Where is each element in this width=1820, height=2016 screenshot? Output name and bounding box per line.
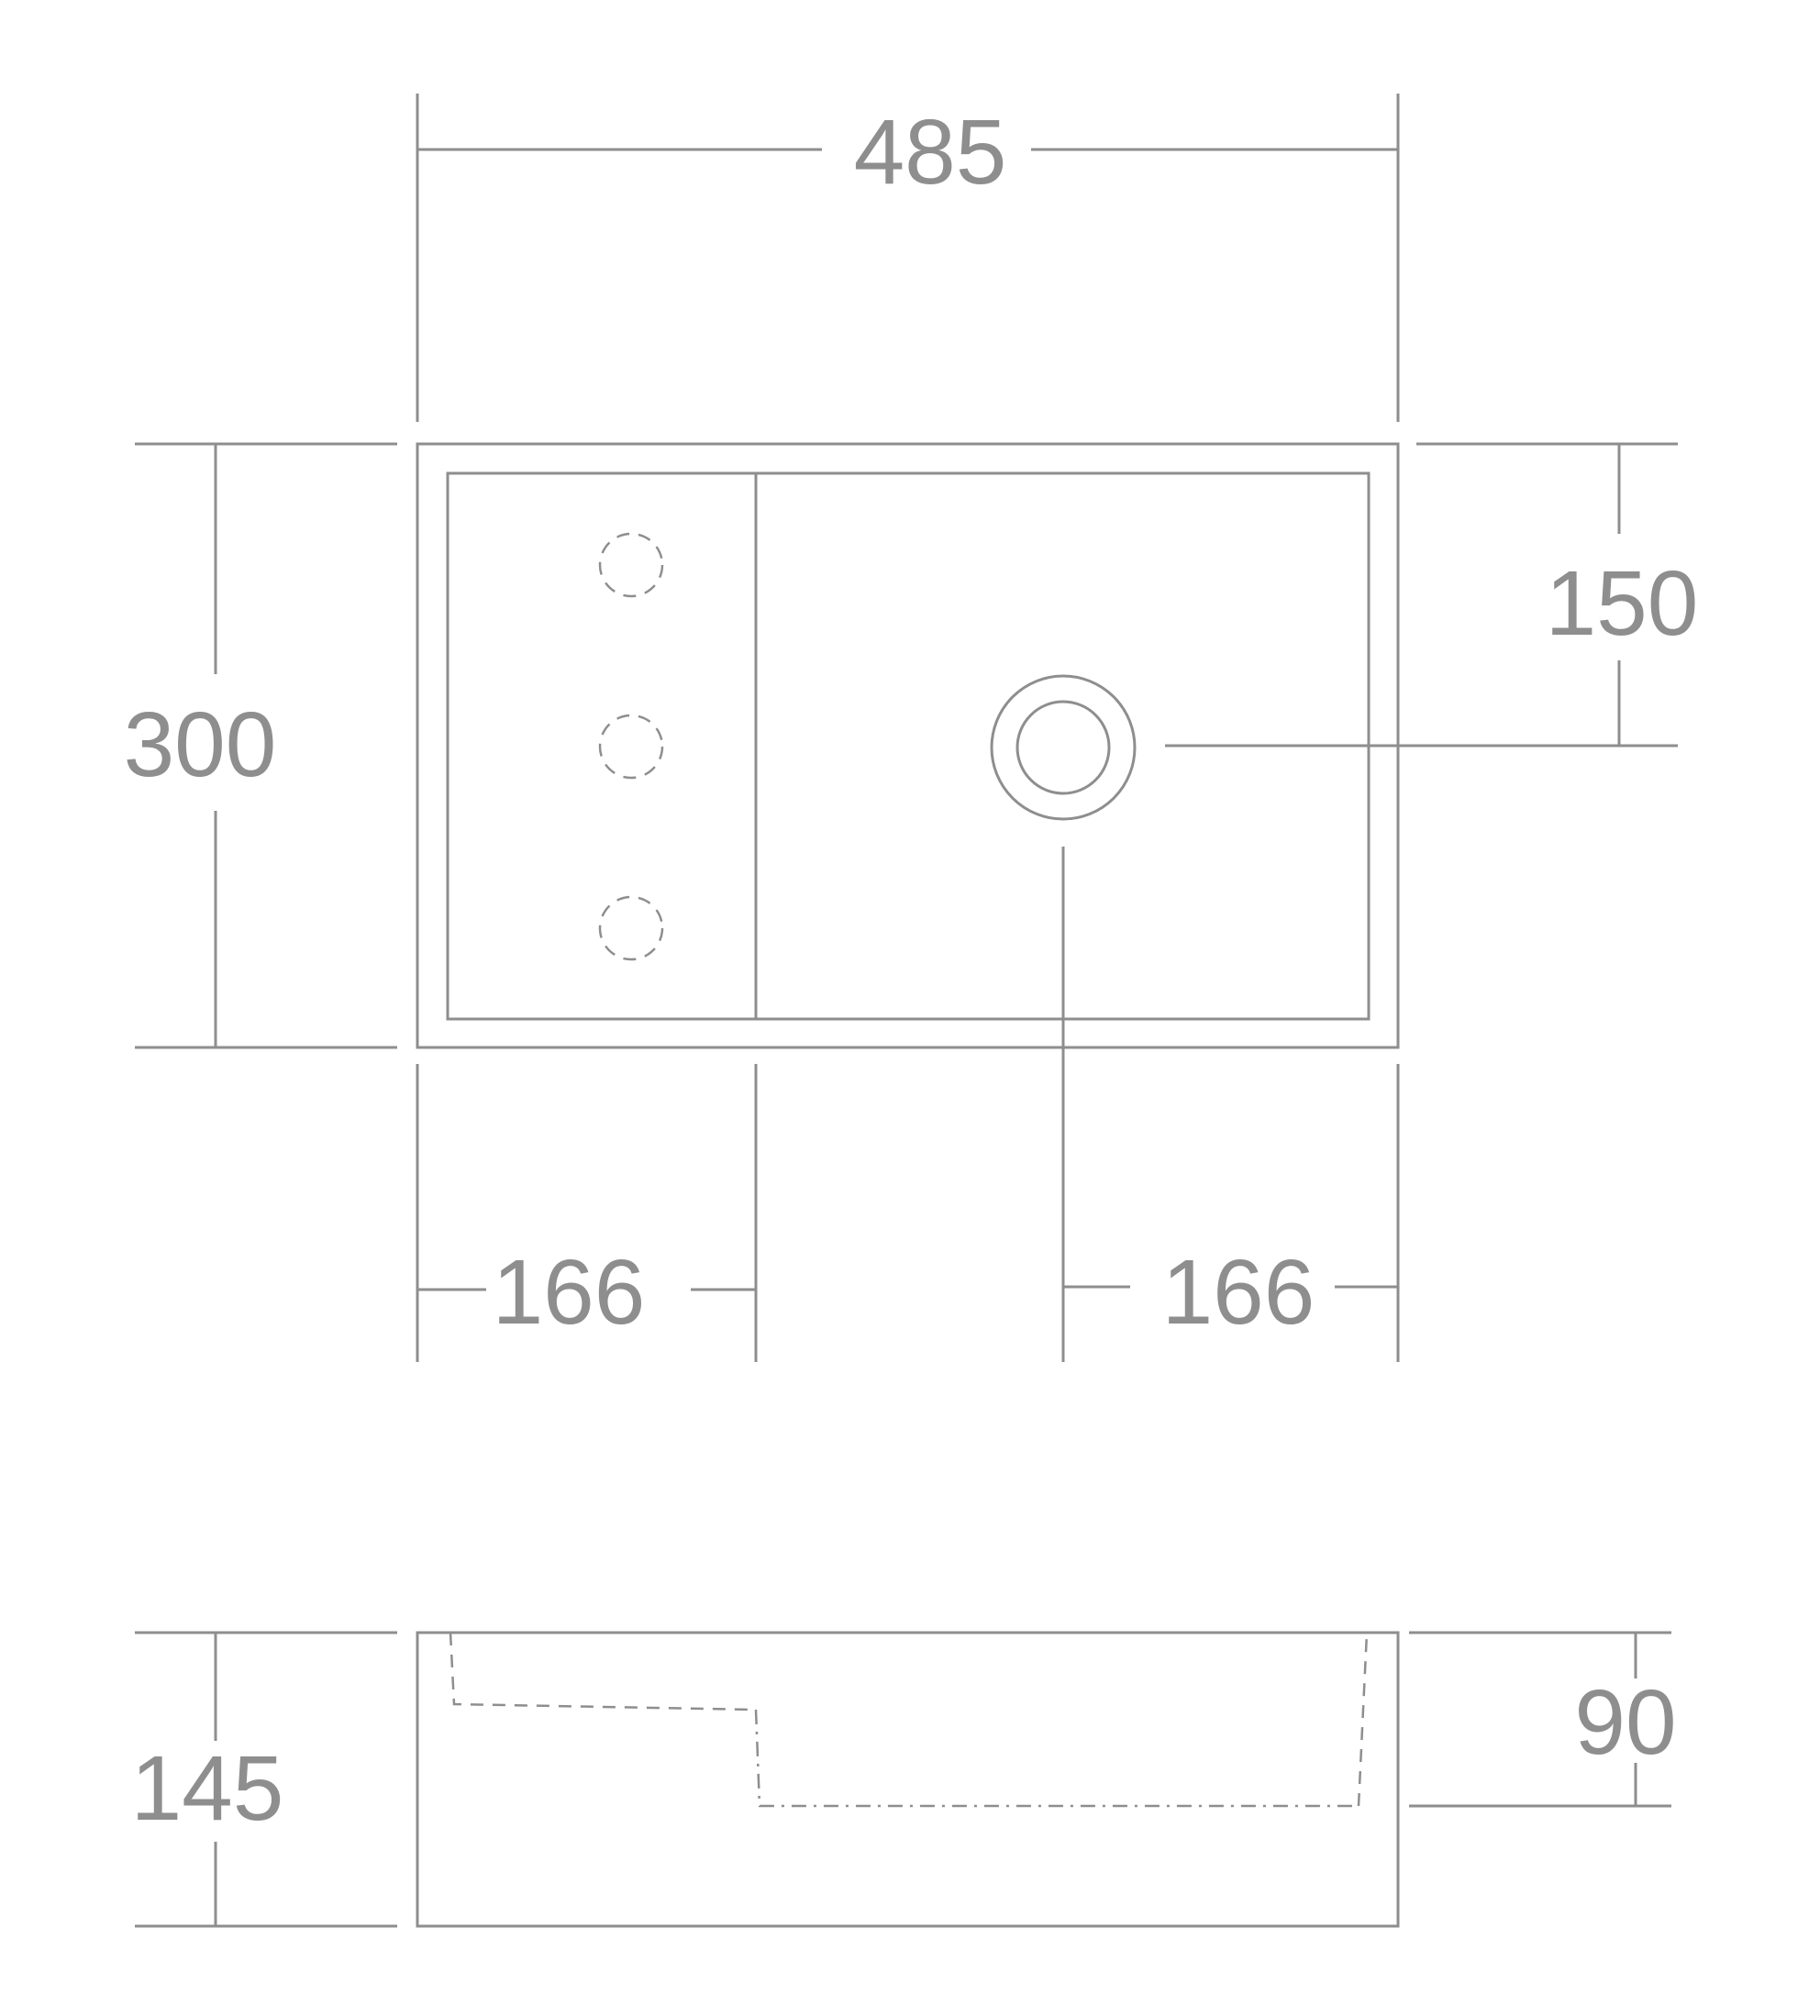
height-label: 145 bbox=[131, 1737, 284, 1840]
basin-hidden-profile-right-wall bbox=[1357, 1632, 1369, 1807]
dimension-basin-depth: 90 bbox=[1409, 1631, 1677, 1808]
drain-outer-ring bbox=[990, 674, 1137, 821]
side-view-outline bbox=[416, 1631, 1400, 1928]
basin-hidden-profile-bowl bbox=[754, 1709, 1359, 1808]
tap-hole-knockout-top bbox=[598, 532, 664, 598]
left-deck-label: 166 bbox=[493, 1241, 646, 1344]
drain-inner-ring bbox=[1015, 700, 1111, 795]
side-view bbox=[416, 1631, 1400, 1928]
dimension-right-drain: 166 bbox=[1061, 847, 1400, 1362]
tap-hole-knockout-bottom bbox=[598, 895, 664, 961]
dimension-height: 145 bbox=[131, 1631, 397, 1928]
basin-hidden-profile-deck bbox=[449, 1632, 757, 1711]
dimension-left-deck: 166 bbox=[416, 1064, 758, 1362]
right-drain-label: 166 bbox=[1162, 1241, 1315, 1344]
dimension-depth: 300 bbox=[124, 442, 397, 1049]
tap-hole-knockout-middle bbox=[598, 714, 664, 780]
dimension-width: 485 bbox=[416, 94, 1400, 422]
depth-label: 300 bbox=[124, 693, 277, 796]
basin-depth-label: 90 bbox=[1574, 1671, 1676, 1774]
dimension-drain-offset: 150 bbox=[1165, 442, 1699, 748]
drain-offset-label: 150 bbox=[1546, 552, 1699, 655]
width-label: 485 bbox=[854, 101, 1007, 204]
